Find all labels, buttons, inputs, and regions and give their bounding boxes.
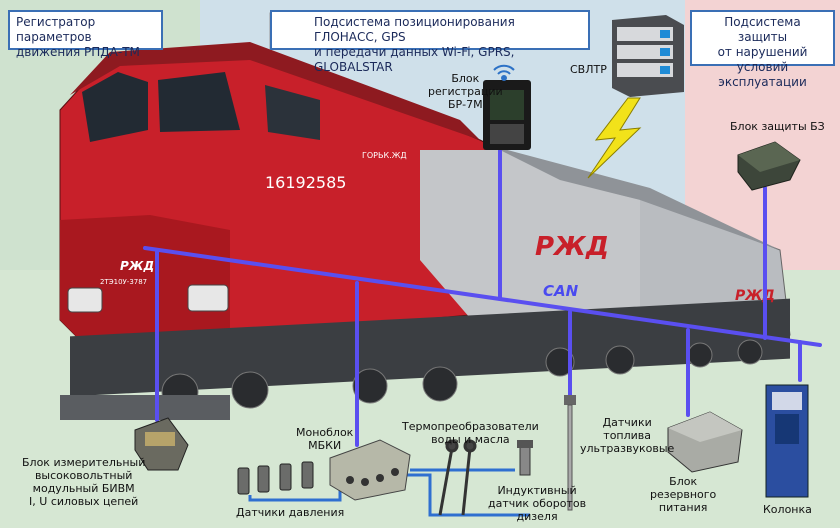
can-bus-main — [143, 246, 822, 347]
inductive-sensor — [517, 440, 533, 476]
bivm-device — [134, 417, 189, 471]
locomotive-gray-panel — [420, 150, 640, 320]
cab-window-right — [158, 72, 240, 132]
label-inductive: Индуктивный датчик оборотов дизеля — [488, 484, 586, 523]
label-bz: Блок защиты БЗ — [730, 120, 825, 133]
fuel-column — [765, 384, 809, 498]
header-protection-line2: от нарушений — [717, 45, 808, 59]
wheel — [231, 371, 269, 409]
header-positioning-line1: Подсистема позиционирования ГЛОНАСС, GPS — [314, 15, 515, 44]
header-positioning-line2: и передачи данных Wi-Fi, GPRS, GLOBALSTA… — [314, 45, 515, 74]
headlight-left — [67, 287, 103, 313]
label-power-line3: питания — [658, 501, 708, 514]
logo-rear: РЖД — [735, 288, 775, 304]
thermo-sensors — [438, 439, 477, 516]
label-bivm-line3: модульный БИВМ — [32, 482, 135, 495]
header-protection-line3: условий эксплуатации — [718, 60, 807, 89]
header-positioning: Подсистема позиционирования ГЛОНАСС, GPS… — [270, 10, 590, 74]
header-registrator-line2: движения РПДА-ТМ — [16, 45, 140, 59]
label-mbki-line2: МБКИ — [308, 439, 342, 452]
header-registrator-line1: Регистратор параметров — [16, 15, 96, 44]
label-fuel-line3: ультразвуковые — [580, 442, 675, 455]
can-bus — [143, 148, 822, 447]
cab-window-left — [82, 72, 148, 142]
header-protection: Подсистема защиты от нарушений условий э… — [690, 10, 835, 89]
power-device — [667, 411, 743, 473]
label-inductive-line3: дизеля — [516, 510, 558, 523]
label-bivm-line2: высоковольтный — [34, 469, 133, 482]
label-thermo-line2: воды и масла — [431, 433, 510, 446]
label-thermo-line1: Термопреобразователи — [402, 420, 539, 433]
wireless-link-bolt — [587, 97, 642, 179]
label-bivm: Блок измерительный высоковольтный модуль… — [22, 456, 145, 508]
headlight-right — [187, 284, 229, 312]
header-protection-line1: Подсистема защиты — [724, 15, 801, 44]
locomotive: 16192585 ГОРЬК.ЖД 2ТЭ10У-3787 РЖД РЖД РЖ… — [59, 42, 791, 420]
label-svltr: СВЛТР — [570, 63, 607, 76]
label-br7m-line1: Блок — [451, 72, 480, 85]
label-bivm-line1: Блок измерительный — [22, 456, 146, 469]
loco-number: 16192585 — [265, 173, 346, 192]
label-power-line2: резервного — [650, 488, 717, 501]
label-fuel-line2: топлива — [603, 429, 652, 442]
label-br7m-line2: регистрации — [428, 85, 503, 98]
cable-thermo — [400, 473, 530, 517]
fuel-sensor — [564, 395, 576, 511]
mbki-device — [329, 439, 411, 501]
label-pressure: Датчики давления — [236, 506, 345, 519]
label-power: Блок резервного питания — [650, 475, 716, 514]
label-inductive-line2: датчик оборотов — [488, 497, 587, 510]
label-inductive-line1: Индуктивный — [497, 484, 577, 497]
buffer-beam — [60, 395, 230, 420]
label-thermo: Термопреобразователи воды и масла — [402, 420, 539, 446]
wheel — [352, 368, 388, 404]
can-bus-label: CAN — [543, 282, 579, 300]
wheel — [422, 366, 458, 402]
wheel — [605, 345, 635, 375]
label-column: Колонка — [763, 503, 812, 516]
label-br7m-line3: БР-7М — [448, 98, 483, 111]
label-br7m: Блок регистрации БР-7М — [428, 72, 503, 111]
label-mbki-line1: Моноблок — [296, 426, 354, 439]
wheel — [545, 347, 575, 377]
logo-front: РЖД — [120, 259, 154, 273]
loco-front-number: 2ТЭ10У-3787 — [100, 278, 147, 286]
locomotive-roof — [70, 42, 480, 140]
side-window — [265, 85, 320, 140]
pressure-sensors — [237, 461, 314, 495]
label-fuel-line1: Датчики — [602, 416, 652, 429]
label-power-line1: Блок — [669, 475, 698, 488]
label-fuel: Датчики топлива ультразвуковые — [580, 416, 674, 455]
wheel — [687, 342, 713, 368]
logo-side: РЖД — [535, 232, 609, 262]
wheel — [737, 339, 763, 365]
wifi-icon — [493, 64, 515, 81]
label-bivm-line4: I, U силовых цепей — [29, 495, 139, 508]
server-icon — [612, 15, 684, 97]
locomotive-nose — [60, 215, 230, 350]
label-mbki: Моноблок МБКИ — [296, 426, 353, 452]
br7m-device — [483, 80, 531, 150]
header-registrator: Регистратор параметров движения РПДА-ТМ — [8, 10, 163, 59]
loco-road: ГОРЬК.ЖД — [362, 151, 407, 160]
bz-device — [737, 141, 801, 191]
